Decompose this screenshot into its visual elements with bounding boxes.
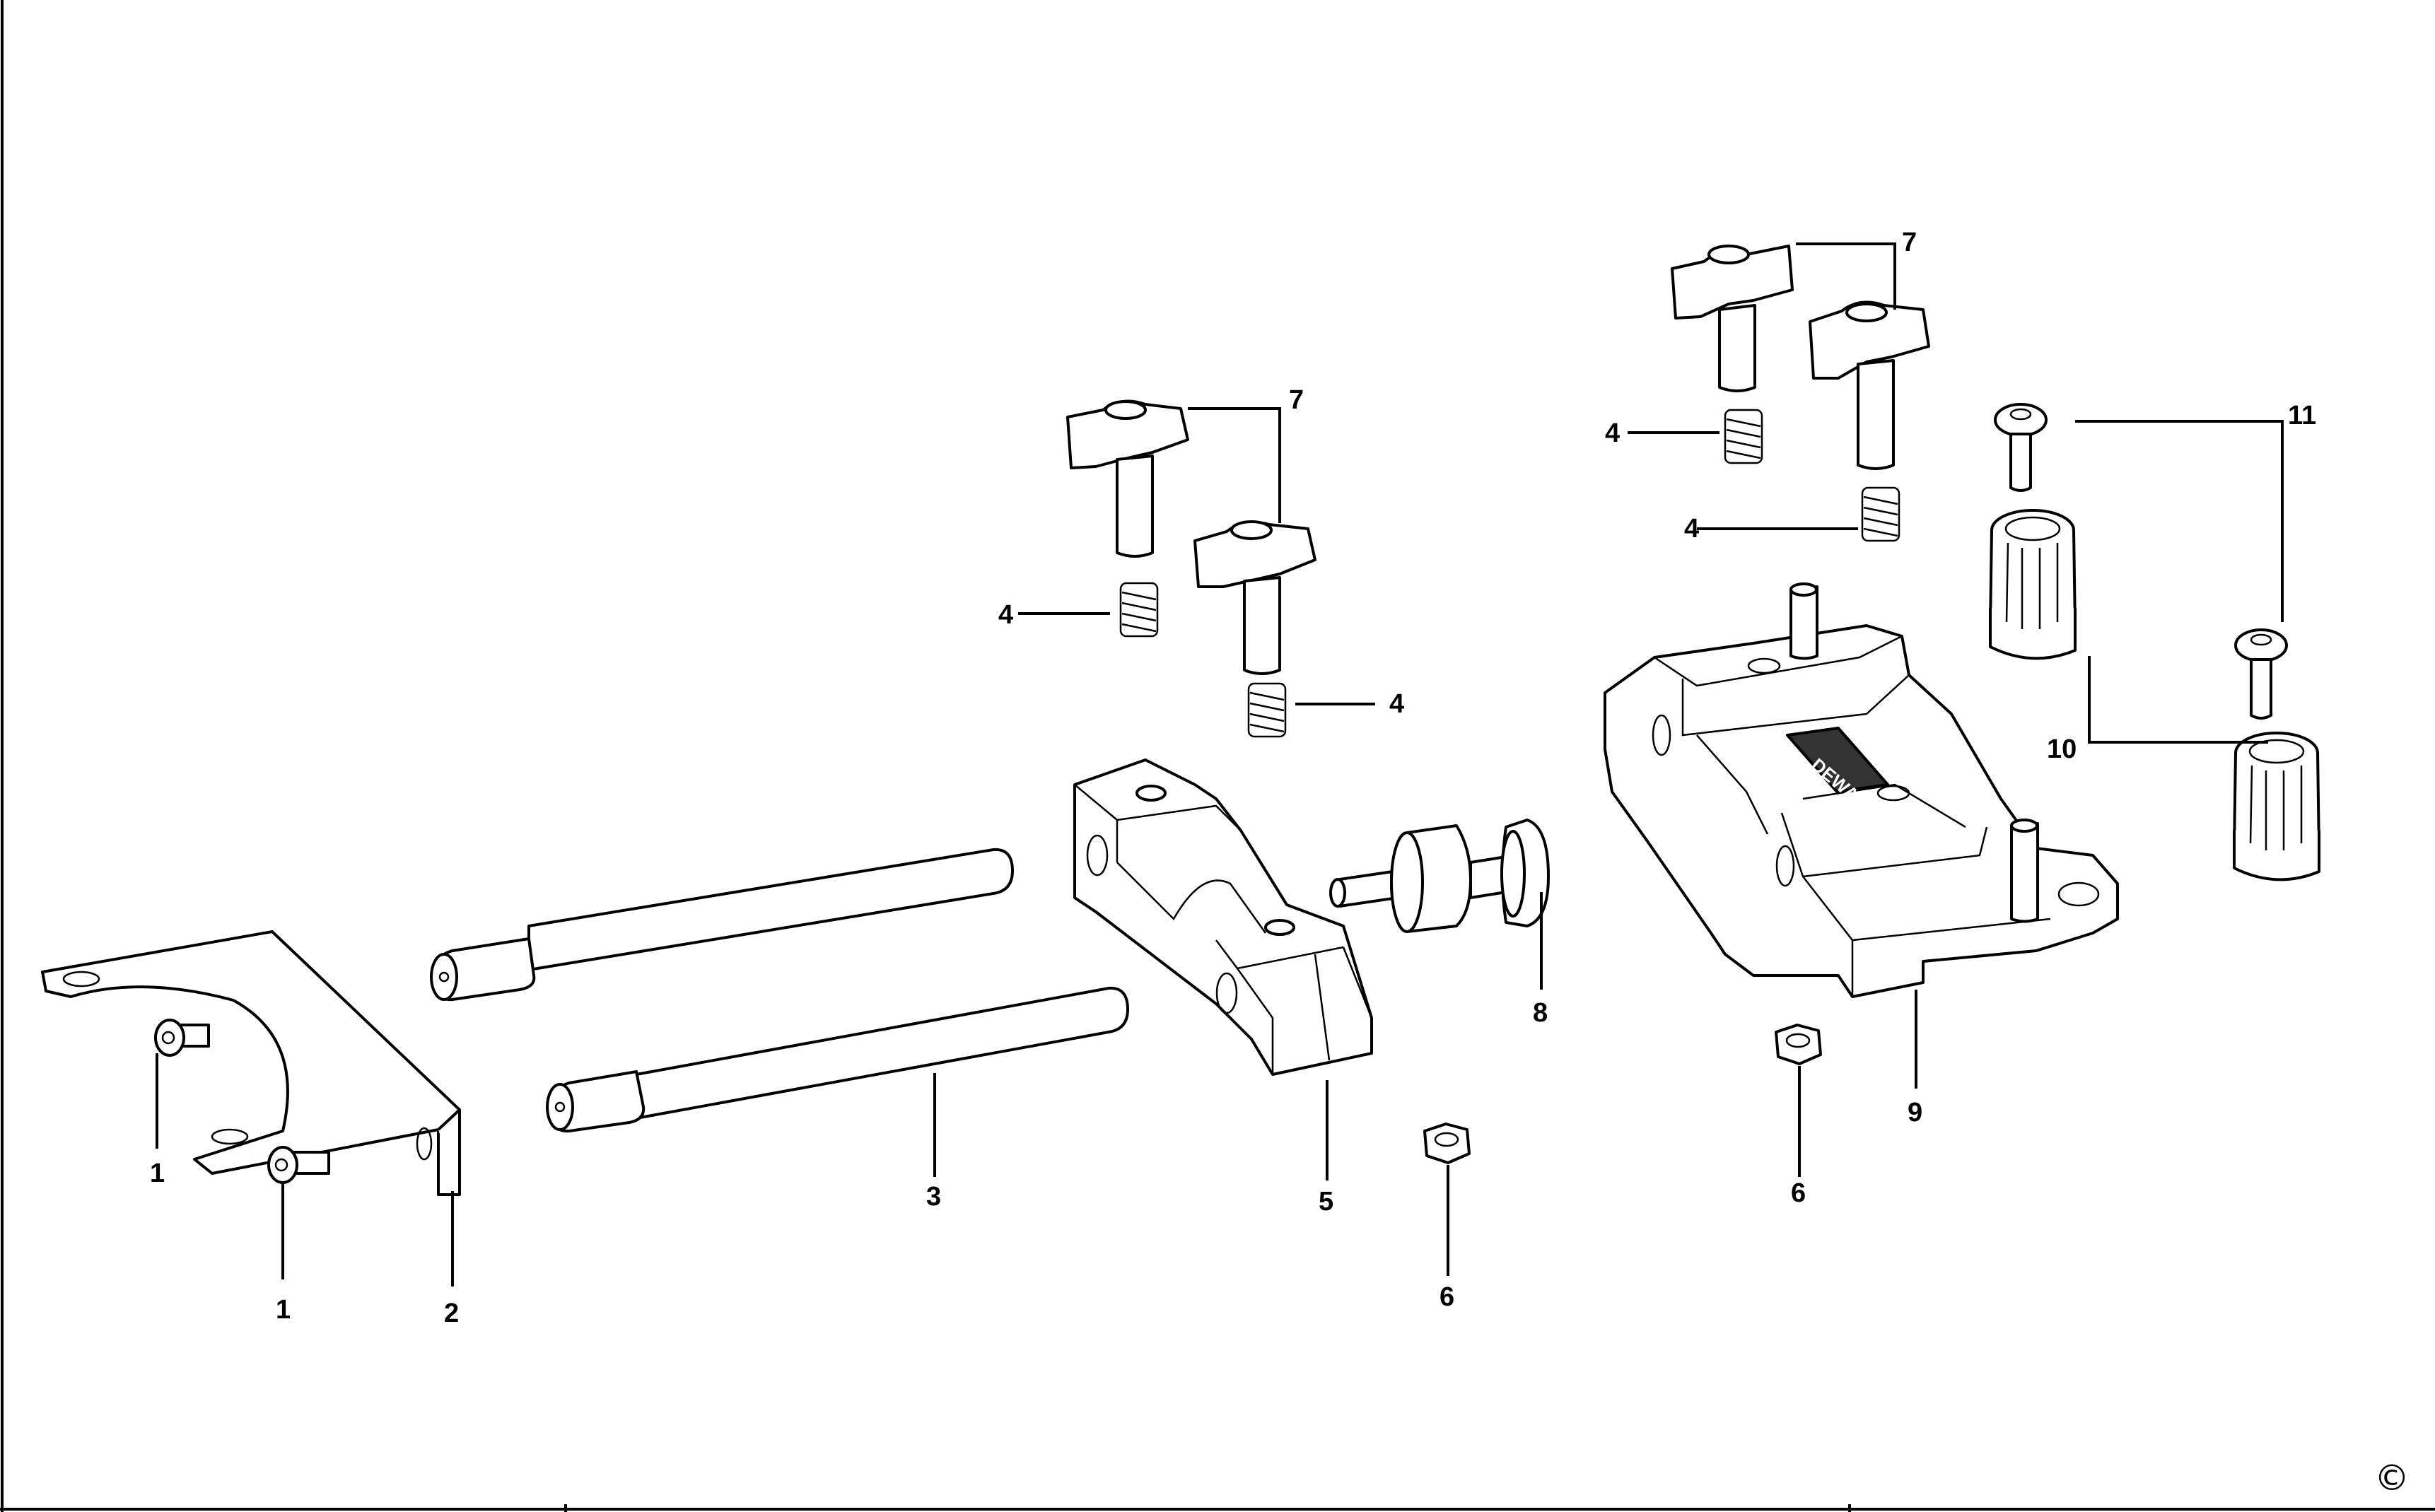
bracket-part-2 [41,930,461,1196]
spring-part-4-left-a [1119,582,1159,638]
callout-9: 9 [1908,1098,1922,1127]
star-knob-part-7-left-a [1066,399,1189,558]
spring-part-4-right-b [1861,486,1900,542]
rod-part-3-upper [430,848,1014,1002]
callout-6-center: 6 [1440,1282,1454,1312]
callout-8: 8 [1533,998,1548,1028]
callout-labels: 1 1 2 3 4 4 4 4 5 6 6 7 7 8 9 10 11 [150,228,2316,1328]
copyright-mark: © [2374,1458,2410,1499]
screw-part-11-lower [2234,628,2288,720]
callout-11: 11 [2288,401,2316,430]
callout-4-left-lower: 4 [1389,689,1404,719]
star-knob-part-7-right-a [1671,245,1794,392]
callout-10: 10 [2047,734,2077,764]
callout-6-right: 6 [1791,1178,1806,1208]
base-plate-part-9: DEWALT [1604,582,2119,998]
screw-part-11-upper [1994,403,2048,492]
callout-7-left: 7 [1289,385,1304,415]
callout-2: 2 [444,1299,459,1328]
callout-1-lower: 1 [276,1295,291,1325]
hex-nut-part-6-center [1423,1123,1471,1164]
knob-cap-part-10-lower [2233,732,2320,881]
spring-part-4-left-b [1247,682,1287,738]
callout-4-left-upper: 4 [998,600,1013,630]
hex-nut-part-6-right [1775,1024,1822,1065]
callout-3: 3 [926,1182,941,1212]
callout-4-right-upper: 4 [1605,418,1620,448]
callout-1-upper: 1 [150,1159,165,1188]
screw-part-1-lower [267,1146,330,1184]
knob-cap-part-10-upper [1989,509,2077,660]
star-knob-part-7-right-b [1809,300,1930,470]
spring-part-4-right-a [1724,409,1763,464]
clamp-block-part-5 [1073,758,1373,1076]
callout-5: 5 [1319,1187,1333,1217]
screw-part-1-upper [154,1019,210,1057]
callout-7-right: 7 [1902,228,1917,257]
rod-part-3-lower [546,986,1129,1133]
callout-4-right-lower: 4 [1684,514,1699,544]
roller-shaft-part-8 [1329,819,1550,933]
leader-lines [156,242,2284,1287]
star-knob-part-7-left-b [1193,520,1316,675]
